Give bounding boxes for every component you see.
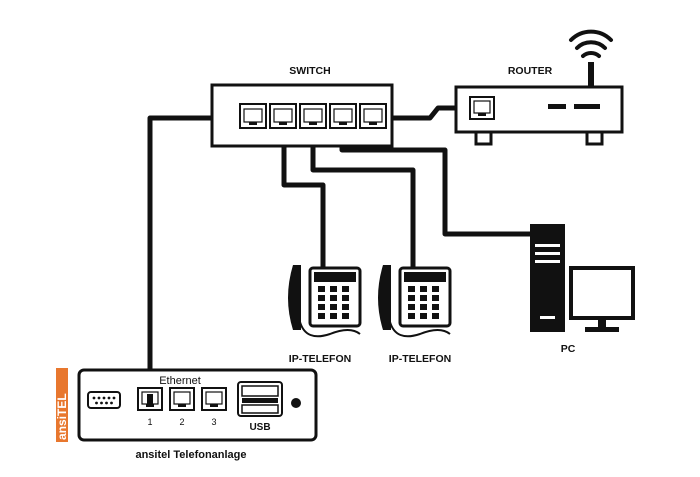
port-2-number: 2	[179, 417, 184, 427]
switch-label: SWITCH	[289, 65, 330, 77]
plug-pbx-port-1	[147, 394, 153, 404]
switch-port-1	[239, 103, 267, 129]
router-port	[469, 96, 495, 120]
pbx-device: ansiTEL Ethernet 1 2 3	[55, 368, 318, 461]
status-led-icon	[291, 398, 301, 408]
cable-pbx-to-switch	[147, 115, 250, 399]
switch-port-5	[359, 103, 387, 129]
monitor-icon	[569, 266, 635, 332]
pbx-caption: ansitel Telefonanlage	[135, 449, 246, 461]
keypad-icon	[318, 286, 349, 319]
switch-ports	[239, 103, 387, 129]
usb-port-icon	[237, 381, 283, 417]
pbx-ethernet-port-3	[201, 387, 227, 411]
switch-port-2	[269, 103, 297, 129]
ip-phone-2-label: IP-TELEFON	[389, 353, 451, 365]
switch-port-4	[329, 103, 357, 129]
pc-label: PC	[561, 343, 576, 355]
port-1-number: 1	[147, 417, 152, 427]
usb-label: USB	[249, 422, 270, 433]
ethernet-label: Ethernet	[159, 375, 201, 387]
pc-tower-icon	[530, 224, 565, 332]
keypad-icon	[408, 286, 439, 319]
brand-logo-text: ansiTEL	[55, 393, 69, 440]
handset-icon	[288, 265, 301, 330]
switch-device: SWITCH	[210, 65, 394, 148]
switch-port-3	[299, 103, 327, 129]
port-3-number: 3	[211, 417, 216, 427]
handset-icon	[378, 265, 391, 330]
cable-switch-to-phone-1	[281, 118, 326, 268]
ip-phone-1-label: IP-TELEFON	[289, 353, 351, 365]
brand-logo: ansiTEL	[55, 368, 69, 442]
ip-phone-2: IP-TELEFON	[378, 265, 452, 365]
pbx-ethernet-port-2	[169, 387, 195, 411]
serial-port-icon	[87, 391, 121, 409]
router-antenna	[588, 62, 594, 88]
wifi-icon	[569, 29, 613, 58]
ip-phone-1: IP-TELEFON	[288, 265, 362, 365]
pc-device: PC	[530, 224, 635, 355]
router-label: ROUTER	[508, 65, 553, 77]
router-device: ROUTER	[454, 29, 624, 146]
